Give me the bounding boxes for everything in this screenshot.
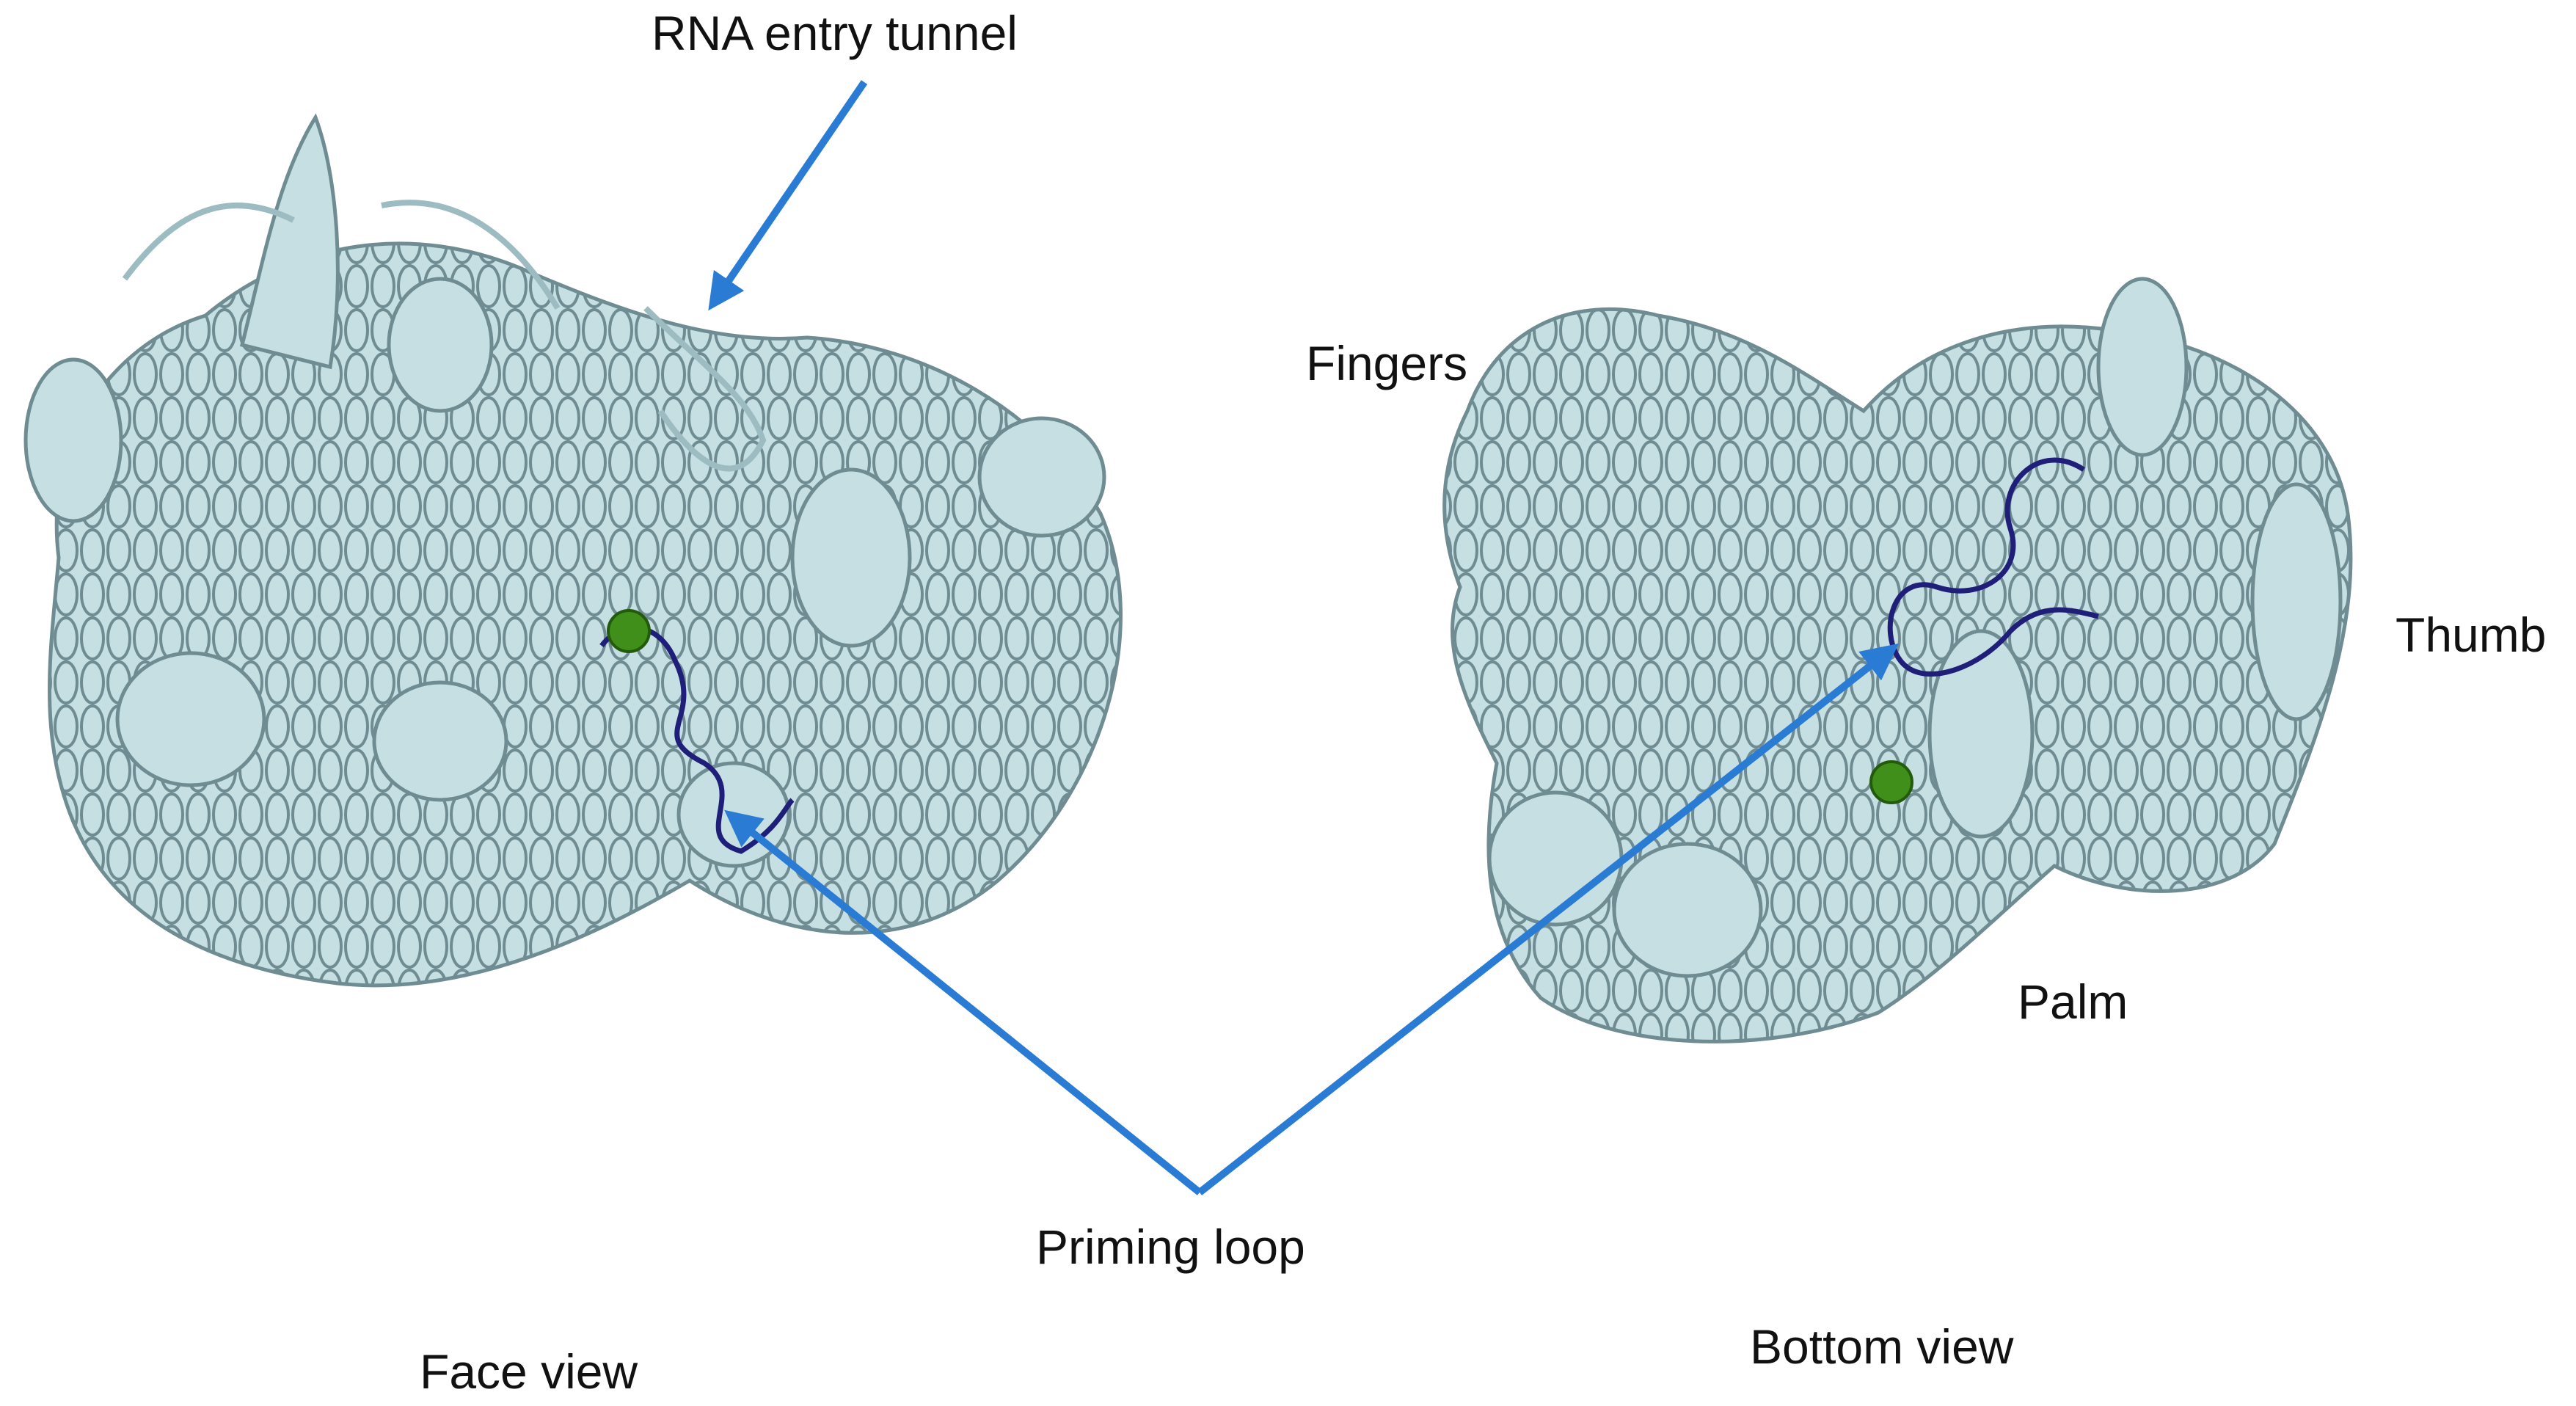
label-bottom-view: Bottom view [1750, 1319, 2014, 1374]
label-rna-entry-tunnel: RNA entry tunnel [652, 6, 1018, 60]
arrow-rna-entry-tunnel [708, 80, 868, 311]
label-priming-loop: Priming loop [1036, 1220, 1305, 1274]
label-thumb: Thumb [2396, 608, 2547, 662]
annotation-arrows [708, 80, 1899, 1195]
label-face-view: Face view [420, 1344, 638, 1399]
arrow-priming-loop-bottom [1197, 643, 1899, 1195]
bottom-view-structure [1442, 277, 2353, 1043]
metal-ion-face [607, 609, 651, 653]
face-view-structure [23, 113, 1123, 988]
arrow-priming-loop-face [724, 809, 1203, 1195]
metal-ion-bottom [1869, 760, 1913, 804]
label-fingers: Fingers [1306, 336, 1468, 390]
label-palm: Palm [2018, 975, 2128, 1029]
